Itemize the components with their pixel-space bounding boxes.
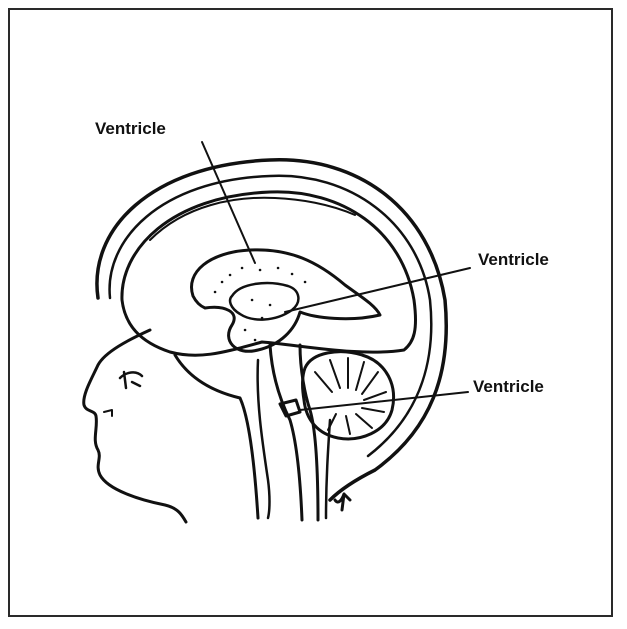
neck-back (335, 494, 350, 510)
skull-outline-inner (110, 176, 432, 456)
brain-surface-ridge (150, 198, 355, 240)
thalamus-shape (230, 283, 298, 320)
brain-outline (122, 192, 416, 355)
ventricle-label-fourth: Ventricle (473, 378, 544, 395)
cerebellum-folia (315, 358, 386, 434)
spinal-canal-front (258, 360, 270, 518)
brainstem-front (270, 345, 302, 520)
nostril-icon (104, 410, 112, 416)
eye-icon (120, 372, 142, 388)
ventricle-label-third: Ventricle (478, 251, 549, 268)
fourth-ventricle-shape (280, 400, 300, 416)
ventricle-label-lateral: Ventricle (95, 120, 166, 137)
leader-line-3 (300, 392, 468, 410)
face-profile (84, 330, 186, 522)
lateral-ventricle-shape (192, 250, 380, 351)
neck-front (175, 355, 258, 518)
